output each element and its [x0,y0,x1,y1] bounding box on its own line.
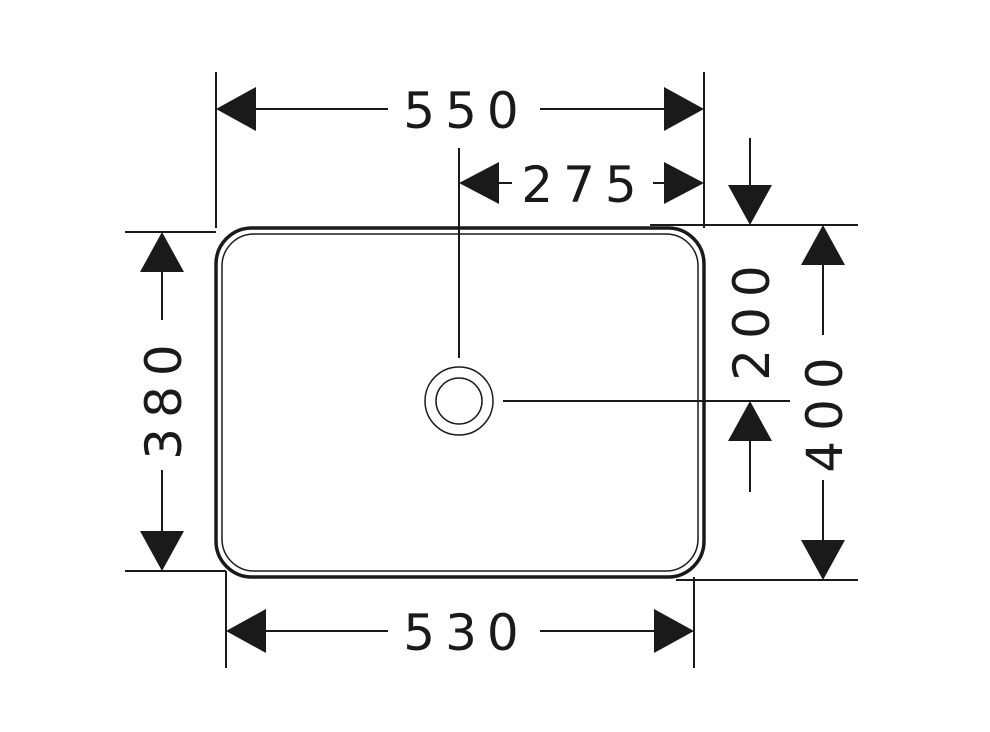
drain-outer-ring [424,366,494,436]
dimension-label: 380 [135,334,193,459]
arrow-left-icon [216,87,256,131]
dimension-530: 530 [226,604,694,662]
dimension-label: 400 [796,347,854,472]
dimension-label: 530 [403,604,528,662]
arrow-left-icon [226,609,266,653]
dimension-label: 550 [403,82,528,140]
dimension-label: 200 [723,255,781,380]
drain-inner-ring [435,377,483,425]
dimension-200: 200 [723,138,781,492]
arrow-up-icon [140,232,184,272]
arrow-right-icon [664,87,704,131]
arrow-left-icon [459,162,499,204]
arrow-right-icon [664,162,704,204]
arrow-up-icon [728,401,772,441]
arrow-down-icon [140,531,184,571]
arrow-up-icon [801,225,845,265]
dimension-400: 400 [796,225,854,580]
arrow-right-icon [654,609,694,653]
arrow-down-icon [801,540,845,580]
dimension-380: 380 [135,232,193,571]
dimension-275: 275 [459,156,704,214]
dimension-550: 550 [216,82,704,140]
arrow-down-icon [728,185,772,225]
dimension-label: 275 [521,156,646,214]
